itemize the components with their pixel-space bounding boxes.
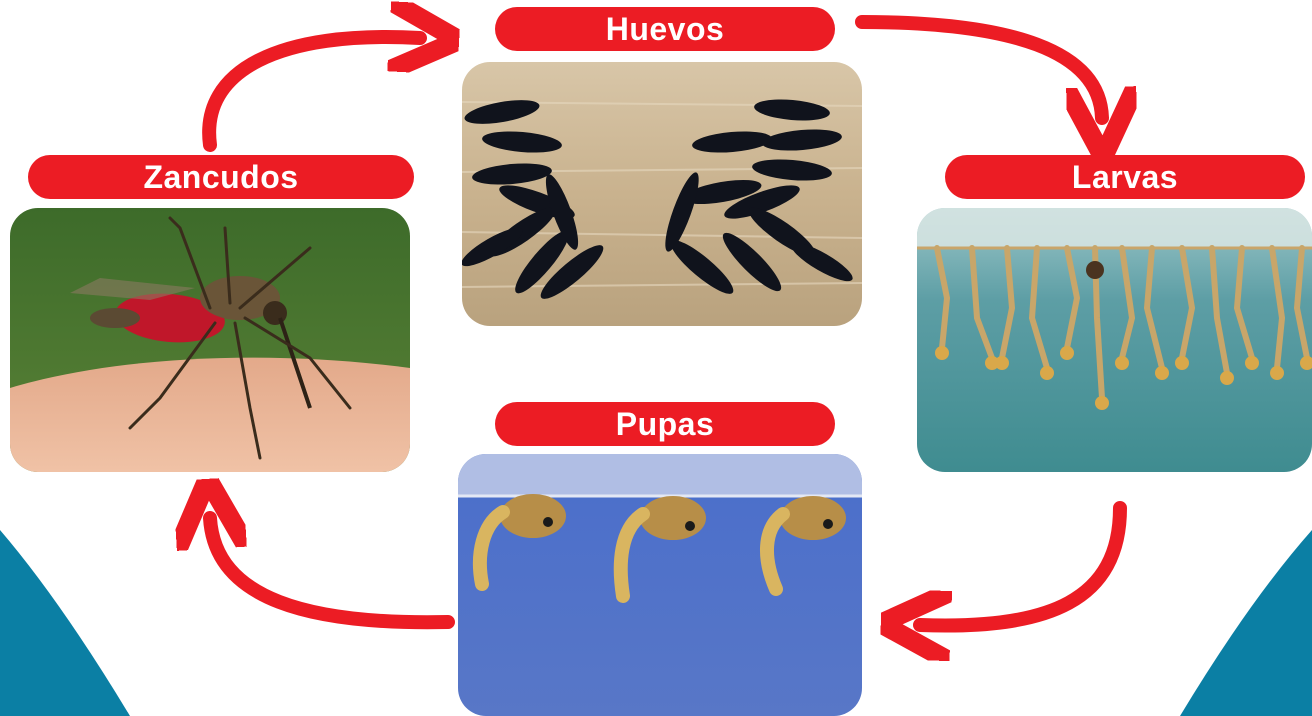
arrow-pupas-to-zancudos [210, 518, 448, 622]
label-zancudos: Zancudos [28, 155, 414, 199]
mosquito-illustration [10, 208, 410, 472]
photo-pupas [458, 454, 862, 716]
larvae-illustration [917, 208, 1312, 472]
label-pupas: Pupas [495, 402, 835, 446]
label-huevos: Huevos [495, 7, 835, 51]
arrow-larvas-to-pupas [920, 508, 1120, 626]
arrow-zancudos-to-huevos [209, 37, 420, 145]
pupae-illustration [458, 454, 862, 716]
label-larvas: Larvas [945, 155, 1305, 199]
eggs-illustration [462, 62, 862, 326]
photo-zancudos [10, 208, 410, 472]
arrow-huevos-to-larvas [862, 22, 1102, 118]
photo-huevos [462, 62, 862, 326]
photo-larvas [917, 208, 1312, 472]
